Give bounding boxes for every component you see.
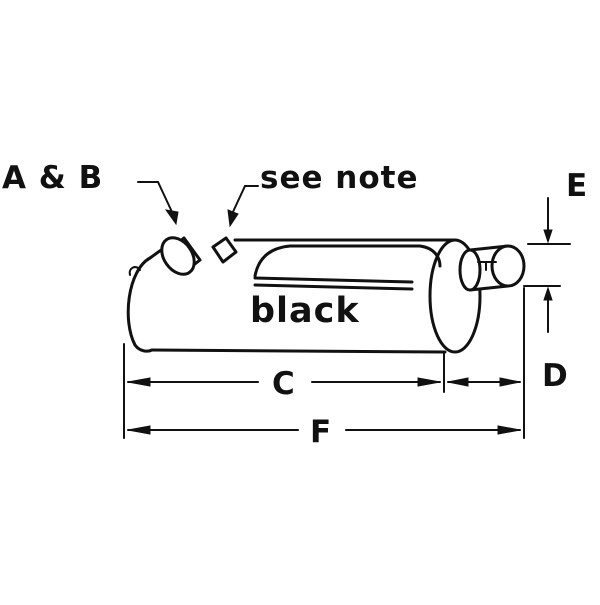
see-note-leader-line: [231, 185, 259, 215]
body-bottom-edge: [150, 348, 447, 354]
note-port-shape: [211, 236, 238, 264]
dimension-f: F: [127, 414, 521, 450]
label-f: F: [310, 414, 332, 450]
label-panel-top: [253, 244, 442, 278]
left-pin: [128, 266, 141, 276]
dimension-c: C: [127, 366, 441, 402]
label-c: C: [272, 366, 296, 402]
dim-f-arrow-right: [497, 425, 521, 435]
a-b-leader-line: [137, 181, 173, 213]
leaders: [137, 181, 259, 228]
extension-lines: [123, 287, 525, 439]
see-note-leader-arrow: [227, 209, 239, 228]
outlet-pipe-end: [490, 244, 526, 288]
body-color-label: black: [250, 291, 360, 331]
note-port: [211, 236, 238, 264]
a-b-leader-arrow: [164, 209, 179, 226]
label-a-and-b: A & B: [2, 160, 103, 196]
dim-d-arrow: [543, 286, 553, 301]
dimension-e: E: [527, 168, 588, 245]
dim-e-arrow: [543, 229, 553, 244]
inlet-a-b-opening: [160, 236, 196, 276]
outlet-pipe: [458, 244, 526, 292]
body-left-end: [126, 256, 154, 353]
outlet-pipe-inner: [458, 248, 482, 292]
label-see-note: see note: [260, 160, 419, 196]
label-d: D: [542, 358, 569, 394]
dim-c-arrow-right: [417, 377, 441, 387]
dim-f-arrow-left: [127, 425, 151, 435]
inlet-a-b: [160, 236, 202, 276]
label-stripe-top: [253, 276, 414, 284]
label-panel: black: [250, 244, 442, 331]
dimension-c-to-end: [447, 377, 521, 387]
label-stripe-bottom: [253, 283, 414, 291]
dim-c-arrow-left: [127, 377, 151, 387]
dim-end-arrow-left: [447, 377, 469, 387]
dim-end-arrow-right: [499, 377, 521, 387]
label-e: E: [566, 168, 588, 204]
outlet-pipe-mark: [477, 261, 497, 271]
dimension-d: D: [523, 285, 569, 394]
